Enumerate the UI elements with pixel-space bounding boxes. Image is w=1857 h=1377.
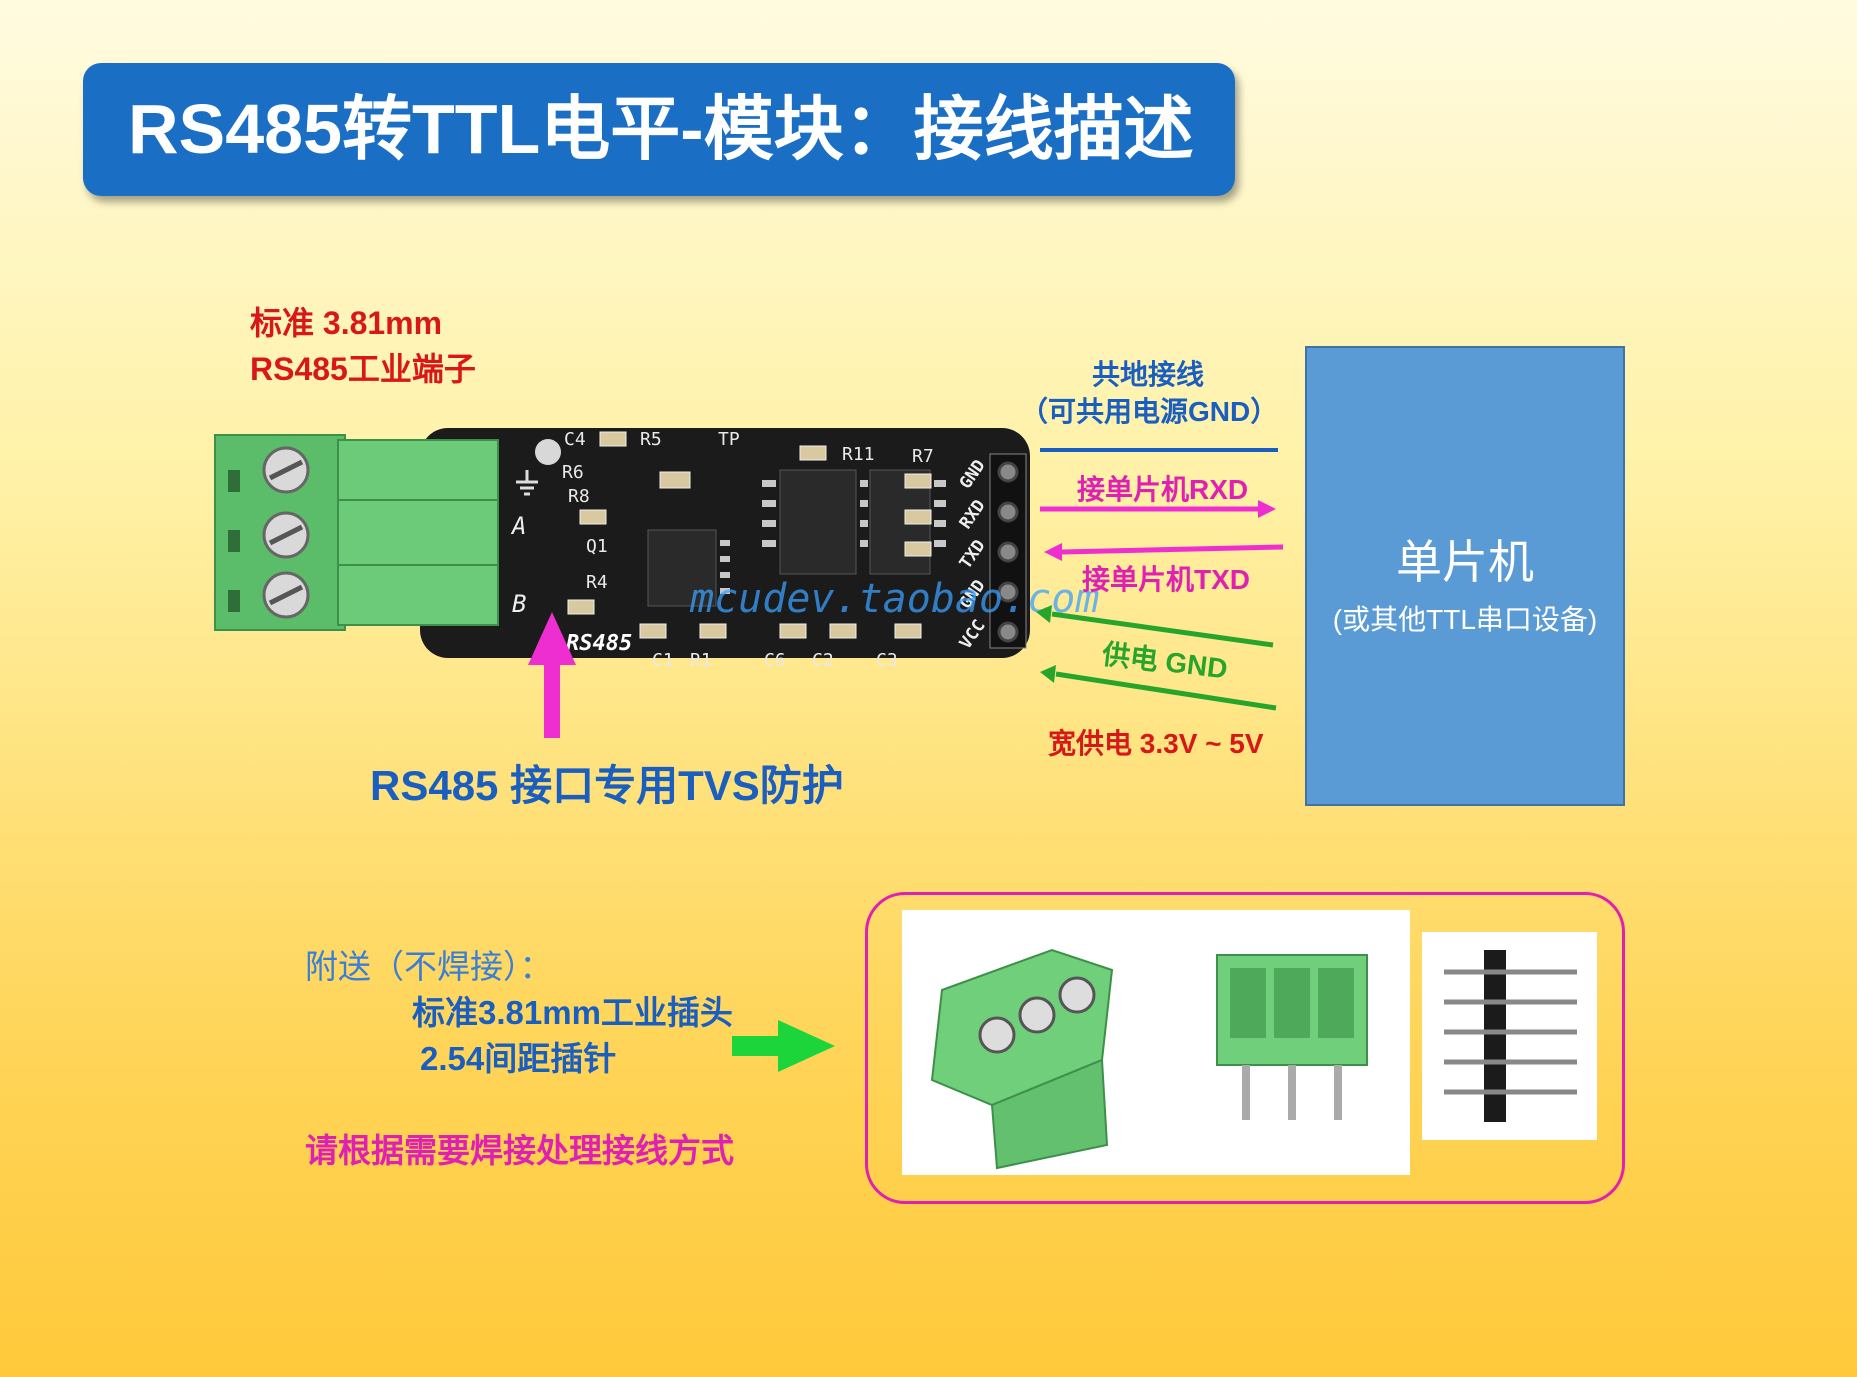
page-title: RS485转TTL电平-模块：接线描述	[128, 90, 1194, 168]
svg-text:C1: C1	[652, 650, 674, 671]
mounting-hole	[535, 439, 561, 465]
mcu-subtitle: (或其他TTL串口设备)	[1332, 604, 1598, 635]
terminal-b-label: B	[512, 590, 526, 618]
accessory-note: 请根据需要焊接处理接线方式	[305, 1132, 734, 1169]
svg-text:R4: R4	[586, 572, 608, 593]
watermark: mcudev.taobao.com	[689, 576, 1099, 622]
svg-text:C6: C6	[764, 650, 786, 671]
terminal-label-line2: RS485工业端子	[250, 351, 476, 387]
chip-left	[647, 529, 717, 607]
svg-text:R7: R7	[912, 446, 934, 467]
power-vcc-label: 宽供电 3.3V ~ 5V	[1048, 728, 1264, 759]
terminal-a-label: A	[510, 512, 526, 540]
screw-terminal	[214, 434, 499, 631]
svg-text:Q1: Q1	[586, 536, 608, 557]
terminal-label: 标准 3.81mm RS485工业端子	[250, 300, 476, 392]
accessory-item1: 标准3.81mm工业插头	[412, 994, 733, 1031]
pin-header	[989, 453, 1027, 649]
gnd-common-label-line2: （可共用电源GND）	[1020, 396, 1279, 427]
terminal-label-line1: 标准 3.81mm	[250, 305, 443, 341]
pin-header-image	[1444, 950, 1577, 1122]
tvs-arrow	[528, 612, 576, 738]
rxd-label: 接单片机RXD	[1077, 474, 1249, 505]
svg-text:R1: R1	[690, 650, 712, 671]
tvs-label: RS485 接口专用TVS防护	[370, 762, 844, 809]
svg-text:C2: C2	[812, 650, 834, 671]
svg-text:R8: R8	[568, 486, 590, 507]
power-gnd-arrow	[1036, 605, 1274, 648]
txd-label: 接单片机TXD	[1082, 564, 1251, 595]
svg-text:C4: C4	[564, 429, 586, 450]
title-banner: RS485转TTL电平-模块：接线描述	[83, 63, 1235, 196]
mcu-box: 单片机 (或其他TTL串口设备)	[1305, 346, 1625, 806]
accessory-heading: 附送（不焊接）：	[305, 948, 553, 985]
svg-text:R6: R6	[562, 462, 584, 483]
svg-text:R11: R11	[842, 444, 875, 465]
mcu-title: 单片机	[1396, 536, 1534, 588]
svg-text:C3: C3	[876, 650, 898, 671]
svg-text:TP: TP	[718, 429, 740, 450]
board-silk-name: RS485	[566, 631, 632, 656]
terminal-plugs-image	[930, 948, 1368, 1170]
pin-header-photo	[1422, 932, 1597, 1140]
rxd-arrow	[1040, 500, 1276, 518]
chip-mid	[779, 469, 857, 575]
txd-arrow	[1044, 543, 1284, 561]
accessory-frame	[865, 892, 1625, 1204]
ground-symbol-icon	[516, 470, 538, 496]
accessory-item2: 2.54间距插针	[420, 1040, 617, 1077]
accessory-arrow	[732, 1020, 835, 1072]
gnd-common-label-line1: 共地接线	[1092, 359, 1205, 390]
svg-text:R5: R5	[640, 429, 662, 450]
power-vcc-arrow	[1040, 665, 1277, 711]
plug-photos	[902, 910, 1410, 1175]
